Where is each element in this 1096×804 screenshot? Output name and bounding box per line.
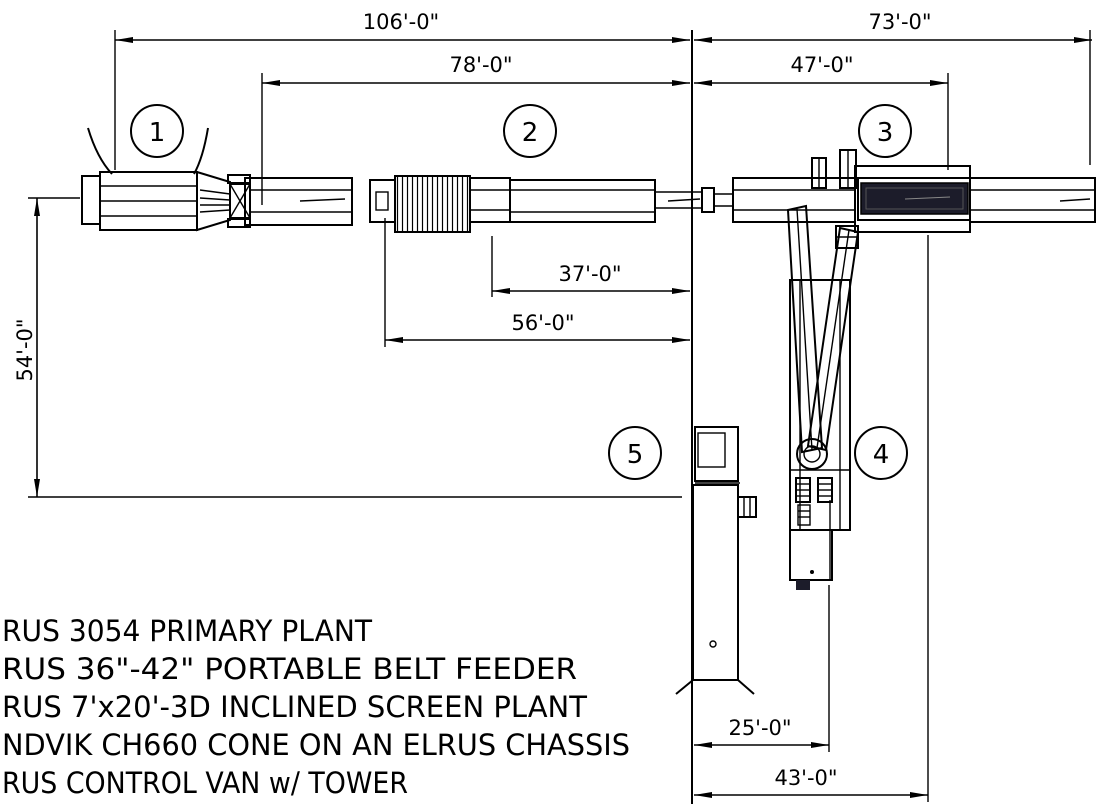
svg-text:5: 5 <box>627 440 644 470</box>
dim-label-54: 54'-0" <box>13 318 37 381</box>
dim-label-56: 56'-0" <box>511 311 574 335</box>
svg-text:1: 1 <box>149 118 166 148</box>
legend-item-1: RUS 3054 PRIMARY PLANT <box>2 614 372 648</box>
callout-5: 5 <box>608 426 662 480</box>
svg-text:3: 3 <box>877 118 894 148</box>
cone-plant <box>786 204 860 590</box>
dim-label-73: 73'-0" <box>868 10 931 34</box>
legend-item-5: RUS CONTROL VAN w/ TOWER <box>2 766 408 800</box>
control-van <box>675 426 757 695</box>
legend-item-2: RUS 36"-42" PORTABLE BELT FEEDER <box>2 652 577 686</box>
dimension-lines <box>34 37 1092 798</box>
extension-lines <box>28 30 1091 802</box>
dim-label-78: 78'-0" <box>449 53 512 77</box>
dim-label-43: 43'-0" <box>774 766 837 790</box>
callout-4: 4 <box>854 426 908 480</box>
legend-item-4: NDVIK CH660 CONE ON AN ELRUS CHASSIS <box>2 728 630 762</box>
primary-plant <box>81 127 353 232</box>
dim-label-47: 47'-0" <box>790 53 853 77</box>
dim-label-37: 37'-0" <box>558 262 621 286</box>
callout-3: 3 <box>858 104 912 158</box>
svg-text:4: 4 <box>873 440 890 470</box>
dim-label-106: 106'-0" <box>363 10 439 34</box>
svg-text:2: 2 <box>522 118 539 148</box>
legend: RUS 3054 PRIMARY PLANT RUS 36"-42" PORTA… <box>2 614 630 800</box>
belt-feeder <box>369 175 733 233</box>
legend-item-3: RUS 7'x20'-3D INCLINED SCREEN PLANT <box>2 690 587 724</box>
callout-2: 2 <box>503 104 557 158</box>
screen-plant <box>732 149 1096 233</box>
callout-1: 1 <box>130 104 184 158</box>
dim-label-25: 25'-0" <box>728 716 791 740</box>
